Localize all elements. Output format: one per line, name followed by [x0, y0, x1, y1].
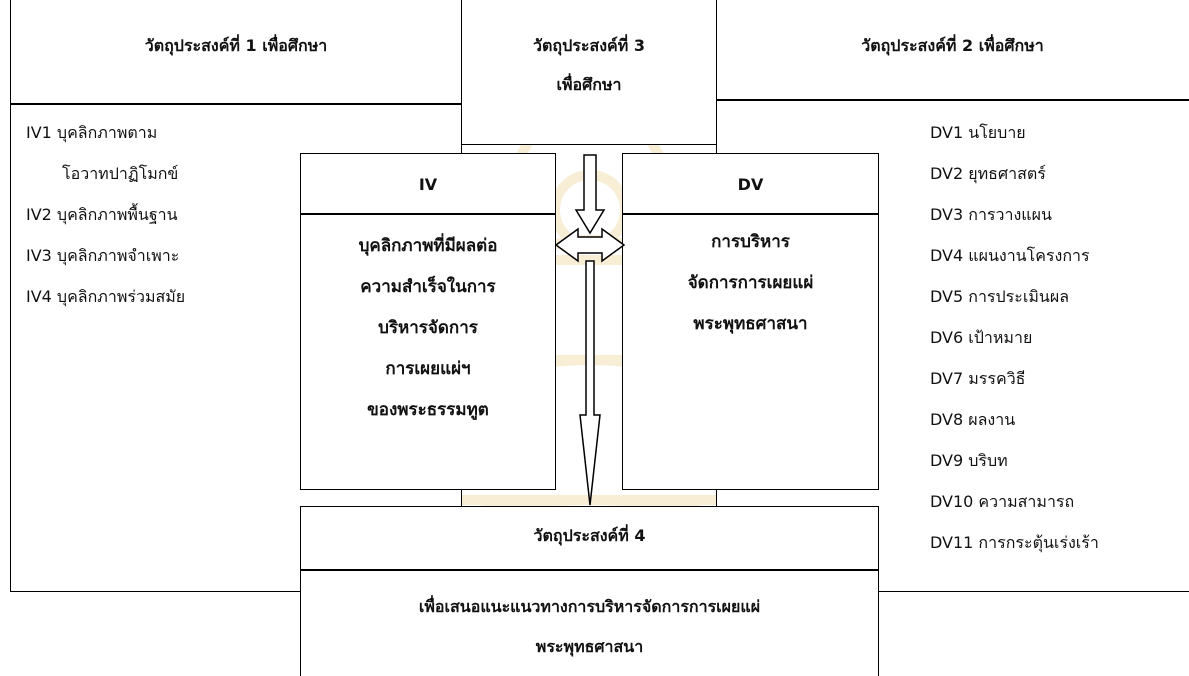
arrows-layer	[554, 154, 626, 506]
down-arrow-icon	[574, 154, 606, 235]
iv-box-body: บุคลิกภาพที่มีผลต่อ ความสำเร็จในการ บริห…	[300, 226, 556, 431]
iv-item: IV3 บุคลิกภาพจำเพาะ	[26, 246, 180, 265]
objective-4-box	[300, 506, 879, 676]
double-arrow-icon	[554, 227, 626, 263]
objective-1-title: วัตถุประสงค์ที่ 1 เพื่อศึกษา	[144, 36, 328, 55]
dv-item: DV9 บริบท	[930, 451, 1008, 470]
objective-4-divider	[300, 569, 879, 571]
long-down-arrow-icon	[579, 260, 601, 506]
dv-box-line: การบริหาร	[711, 232, 790, 252]
dv-item: DV7 มรรควิธี	[930, 369, 1026, 388]
iv-item: IV1 บุคลิกภาพตาม	[26, 123, 158, 142]
dv-item: DV10 ความสามารถ	[930, 492, 1075, 511]
objective-4-line1: เพื่อเสนอแนะแนวทางการบริหารจัดการการเผยแ…	[418, 597, 761, 616]
iv-item: IV2 บุคลิกภาพพื้นฐาน	[26, 205, 178, 224]
iv-item: โอวาทปาฏิโมกข์	[62, 164, 179, 183]
dv-box-line: พระพุทธศาสนา	[693, 314, 808, 334]
objective-2-title: วัตถุประสงค์ที่ 2 เพื่อศึกษา	[861, 36, 1044, 55]
dv-item: DV4 แผนงานโครงการ	[930, 246, 1090, 265]
objective-3-box	[461, 0, 717, 145]
dv-item: DV5 การประเมินผล	[930, 287, 1069, 306]
iv-box-line: บุคลิกภาพที่มีผลต่อ	[358, 236, 498, 256]
dv-list: DV1 นโยบาย DV2 ยุทธศาสตร์ DV3 การวางแผน …	[930, 112, 1099, 563]
dv-box-header: DV	[737, 175, 764, 194]
dv-item: DV3 การวางแผน	[930, 205, 1052, 224]
iv-box	[300, 153, 556, 490]
dv-box-divider	[622, 213, 879, 215]
iv-box-line: ความสำเร็จในการ	[360, 277, 496, 297]
objective-1-divider	[10, 103, 462, 105]
iv-box-line: การเผยแผ่ฯ	[385, 359, 471, 379]
dv-box-body: การบริหาร จัดการการเผยแผ่ พระพุทธศาสนา	[622, 222, 879, 345]
objective-3-line2: เพื่อศึกษา	[556, 75, 622, 94]
iv-box-line: ของพระธรรมทูต	[367, 400, 489, 420]
iv-box-divider	[300, 213, 556, 215]
dv-item: DV2 ยุทธศาสตร์	[930, 164, 1046, 183]
iv-list: IV1 บุคลิกภาพตาม โอวาทปาฏิโมกข์ IV2 บุคล…	[26, 112, 185, 317]
dv-box-line: จัดการการเผยแผ่	[687, 273, 814, 293]
objective-3-line1: วัตถุประสงค์ที่ 3	[533, 36, 645, 55]
dv-item: DV11 การกระตุ้นเร่งเร้า	[930, 533, 1099, 552]
dv-item: DV1 นโยบาย	[930, 123, 1026, 142]
dv-item: DV6 เป้าหมาย	[930, 328, 1033, 347]
iv-box-line: บริหารจัดการ	[378, 318, 478, 338]
objective-4-line2: พระพุทธศาสนา	[535, 637, 644, 656]
dv-item: DV8 ผลงาน	[930, 410, 1016, 429]
objective-4-title: วัตถุประสงค์ที่ 4	[533, 526, 646, 545]
iv-box-header: IV	[418, 175, 438, 194]
iv-item: IV4 บุคลิกภาพร่วมสมัย	[26, 287, 186, 306]
dv-box	[622, 153, 879, 490]
objective-2-divider	[716, 99, 1189, 101]
